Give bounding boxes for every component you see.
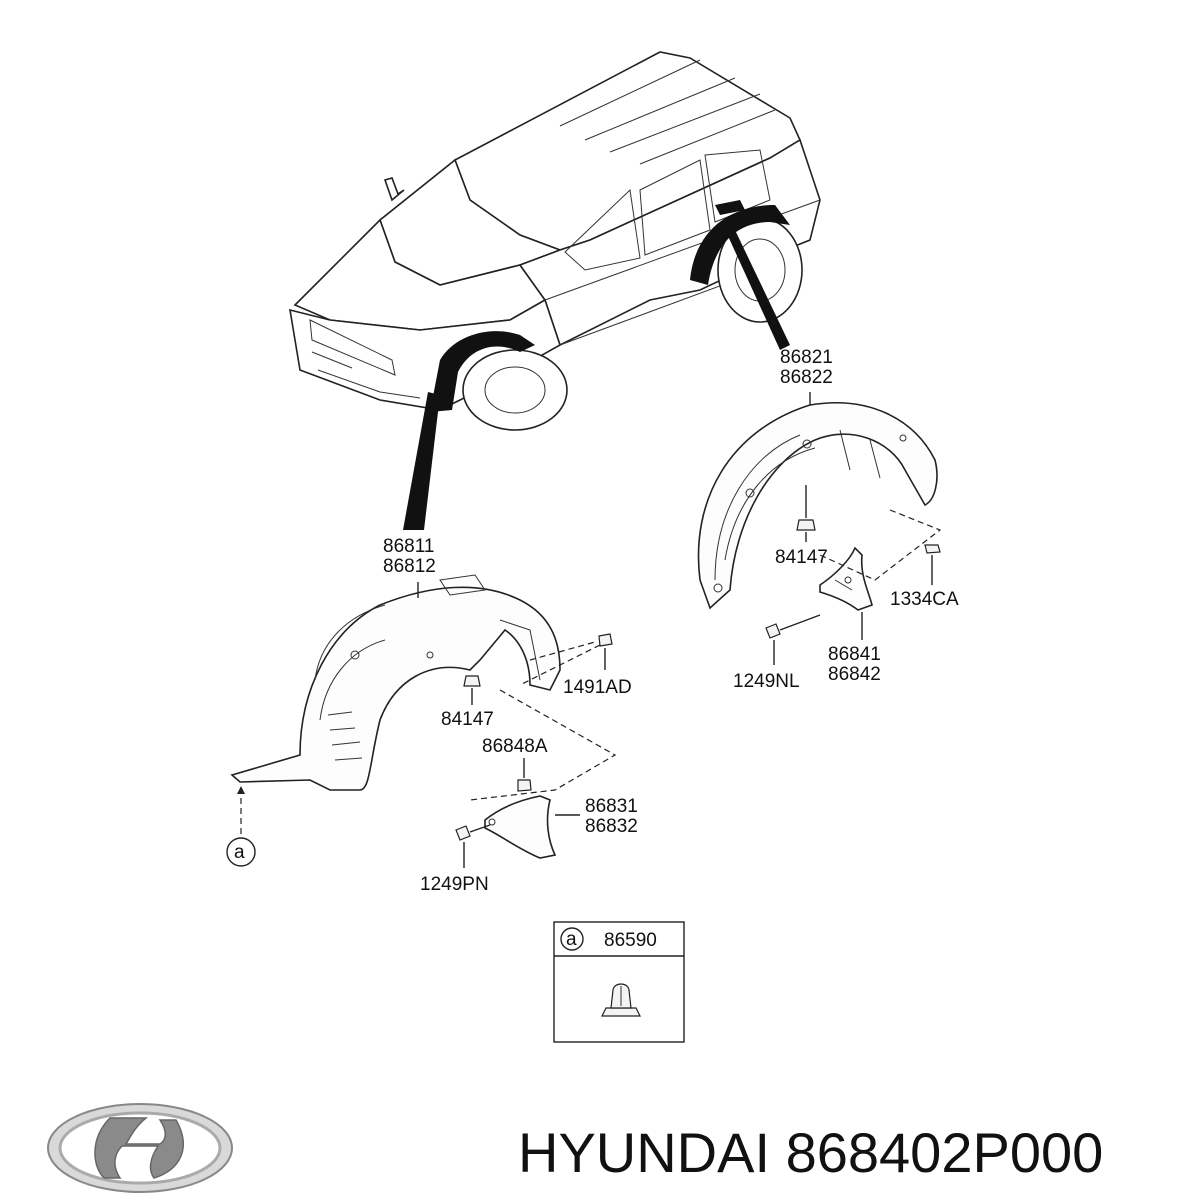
rear-screw xyxy=(765,614,821,665)
caption-part-number: 868402P000 xyxy=(785,1121,1104,1184)
label-1491AD: 1491AD xyxy=(563,677,632,698)
label-1334CA: 1334CA xyxy=(890,589,959,610)
caption: HYUNDAI 868402P000 xyxy=(518,1108,1198,1198)
label-86848A: 86848A xyxy=(482,736,548,757)
label-86812: 86812 xyxy=(383,556,436,577)
rear-nut xyxy=(796,485,816,542)
front-clip xyxy=(519,633,613,686)
label-84147-rear: 84147 xyxy=(775,547,828,568)
push-clip-icon xyxy=(601,983,641,1017)
ref-marker-a: a xyxy=(226,786,256,867)
legend-part-number: 86590 xyxy=(604,930,657,951)
label-1249PN: 1249PN xyxy=(420,874,489,895)
vehicle-illustration xyxy=(289,51,821,431)
rear-liner-pointer xyxy=(728,230,790,350)
front-screw xyxy=(455,824,491,868)
front-nut xyxy=(463,675,481,705)
label-86832: 86832 xyxy=(585,816,638,837)
label-86842: 86842 xyxy=(828,664,881,685)
legend-box: a 86590 xyxy=(553,921,685,1043)
label-86831: 86831 xyxy=(585,796,638,817)
label-86811: 86811 xyxy=(383,536,434,557)
label-86821: 86821 xyxy=(780,347,833,368)
label-86841: 86841 xyxy=(828,644,881,665)
ref-marker-label: a xyxy=(234,842,245,863)
legend-marker: a xyxy=(566,929,577,950)
label-84147-front: 84147 xyxy=(441,709,494,730)
rear-wheel-liner xyxy=(697,401,938,610)
caption-brand: HYUNDAI xyxy=(518,1121,771,1184)
front-wheel-liner xyxy=(230,574,561,791)
rear-mudguard xyxy=(819,546,873,611)
front-liner-pointer xyxy=(403,392,440,530)
label-86822: 86822 xyxy=(780,367,833,388)
hyundai-logo xyxy=(47,1103,233,1193)
label-1249NL: 1249NL xyxy=(733,671,800,692)
front-mudguard xyxy=(484,795,557,859)
